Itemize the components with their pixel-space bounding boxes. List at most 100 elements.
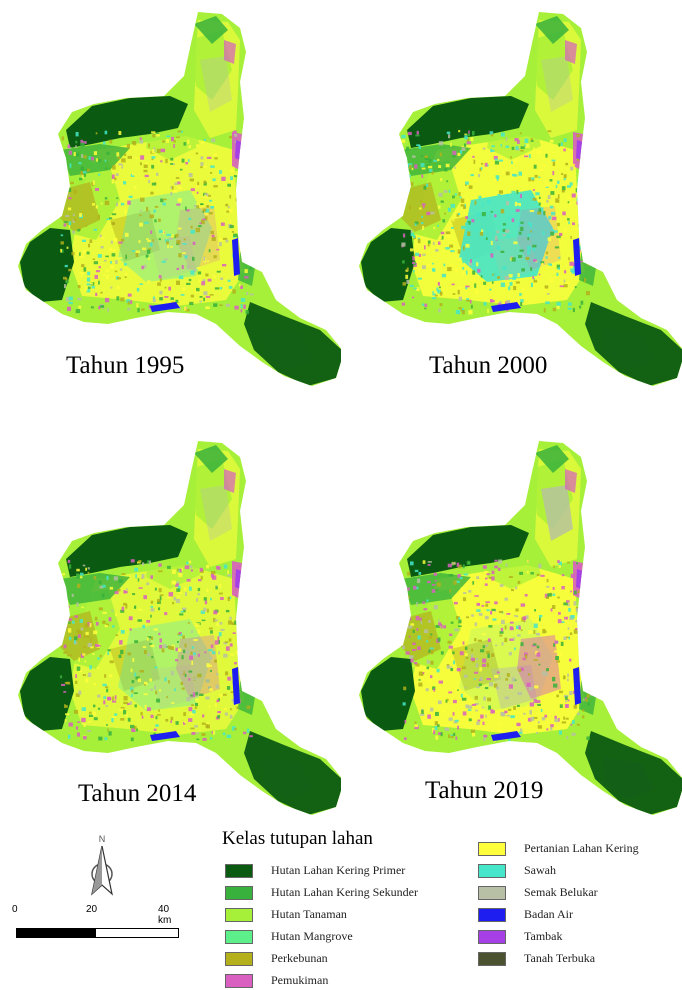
land-cover-pixel [80,139,83,144]
land-cover-pixel [460,309,463,312]
land-cover-pixel [424,307,427,310]
land-cover-pixel [189,712,194,716]
land-cover-pixel [227,279,231,282]
land-cover-pixel [133,725,137,730]
land-cover-pixel [123,602,127,606]
land-cover-pixel [175,299,179,303]
land-cover-pixel [500,627,504,632]
land-cover-pixel [487,697,492,702]
land-cover-pixel [134,567,138,572]
land-cover-pixel [246,705,251,709]
land-cover-pixel [187,622,190,624]
land-cover-pixel [117,589,121,592]
land-cover-pixel [87,643,92,647]
land-cover-pixel [412,649,417,651]
land-cover-pixel [558,143,561,147]
land-cover-pixel [200,219,205,225]
land-cover-pixel [568,221,570,225]
land-cover-pixel [139,137,142,140]
land-cover-pixel [472,732,476,737]
land-cover-pixel [557,267,560,270]
land-cover-pixel [196,598,199,602]
land-cover-pixel [119,708,124,712]
land-cover-pixel [475,290,479,295]
land-cover-pixel [196,191,199,194]
land-cover-pixel [578,245,582,250]
land-cover-pixel [185,309,190,312]
land-cover-pixel [189,178,194,182]
land-cover-pixel [456,562,460,567]
land-cover-pixel [406,279,410,284]
land-cover-pixel [204,165,207,168]
land-cover-pixel [90,646,94,649]
land-cover-pixel [142,624,145,629]
land-cover-pixel [408,635,411,638]
land-cover-pixel [63,223,67,227]
land-cover-pixel [181,671,184,674]
land-cover-pixel [143,169,148,173]
land-cover-patch [150,236,196,280]
land-cover-pixel [79,213,83,217]
land-cover-pixel [465,243,470,248]
land-cover-pixel [590,594,593,599]
land-cover-pixel [73,218,76,222]
land-cover-pixel [466,298,470,301]
legend-swatch [478,952,506,966]
land-cover-pixel [401,620,406,624]
land-cover-pixel [416,287,420,291]
land-cover-pixel [563,138,567,142]
land-cover-pixel [407,595,410,599]
land-cover-pixel [219,693,223,697]
land-cover-pixel [166,240,169,245]
land-cover-pixel [170,297,174,300]
land-cover-pixel [121,573,126,576]
land-cover-pixel [414,662,418,665]
land-cover-pixel [170,720,172,723]
land-cover-pixel [168,645,171,650]
land-cover-pixel [473,678,476,680]
land-cover-pixel [84,225,88,227]
land-cover-pixel [458,619,462,624]
land-cover-pixel [470,657,475,661]
land-cover-pixel [248,231,252,235]
land-cover-pixel [552,587,555,590]
land-cover-pixel [491,281,494,284]
land-cover-pixel [178,253,182,258]
land-cover-pixel [81,717,86,723]
land-cover-pixel [476,262,479,267]
land-cover-pixel [484,583,488,586]
land-cover-pixel [77,297,82,301]
land-cover-pixel [199,567,203,572]
land-cover-pixel [119,640,123,645]
land-cover-pixel [158,275,162,279]
land-cover-pixel [229,220,232,224]
land-cover-pixel [448,717,453,721]
land-cover-pixel [136,303,139,308]
land-cover-pixel [573,601,577,606]
land-cover-pixel [98,306,101,309]
land-cover-pixel [222,237,228,240]
land-cover-pixel [158,689,161,692]
land-cover-pixel [569,658,572,662]
land-cover-pixel [533,279,538,283]
land-cover-pixel [85,567,87,571]
land-cover-pixel [509,282,513,286]
land-cover-patch [194,16,228,44]
land-cover-pixel [92,180,95,185]
land-cover-pixel [565,717,569,720]
land-cover-pixel [242,651,247,655]
land-cover-pixel [82,249,88,254]
land-cover-pixel [244,246,246,249]
land-cover-pixel [470,137,474,142]
land-cover-pixel [535,192,540,196]
land-cover-pixel [494,601,498,605]
land-cover-pixel [219,583,222,588]
land-cover-pixel [189,301,194,306]
land-cover-pixel [166,135,171,137]
land-cover-pixel [140,197,145,202]
land-cover-pixel [76,666,81,671]
land-cover-pixel [111,213,117,216]
land-cover-pixel [89,282,93,285]
land-cover-pixel [432,241,435,245]
land-cover-pixel [466,141,471,145]
